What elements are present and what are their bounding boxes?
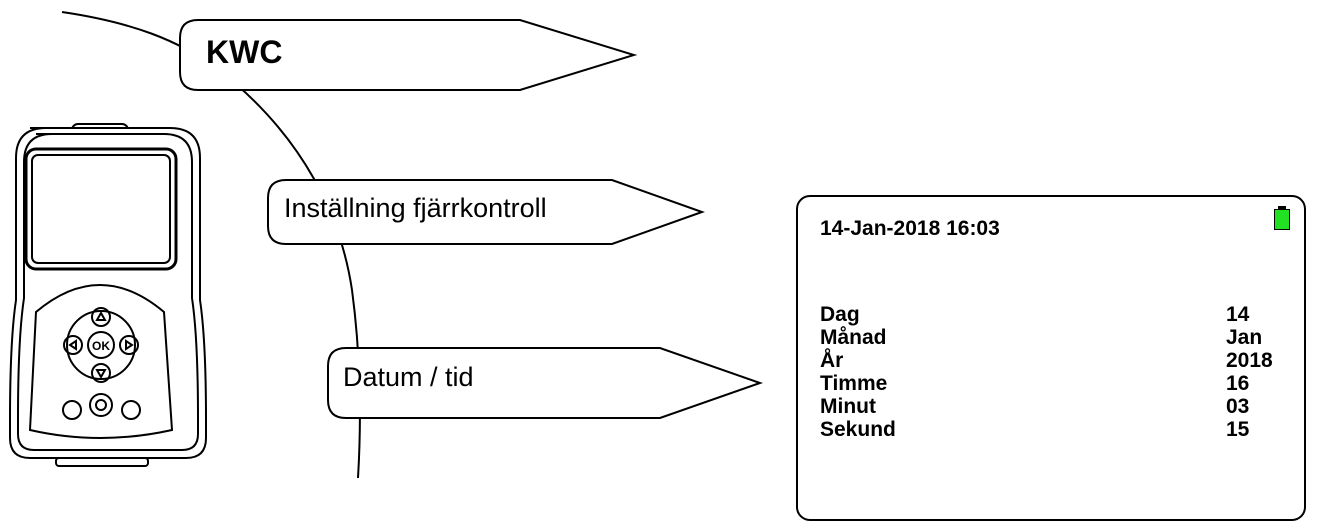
field-row[interactable]: År 2018: [820, 349, 1296, 372]
battery-icon: [1274, 206, 1290, 230]
menu-item-tag-shape-1: [267, 179, 705, 245]
field-label: Minut: [820, 395, 876, 418]
field-label: Månad: [820, 326, 887, 349]
field-label: Sekund: [820, 418, 896, 441]
menu-item-tag-shape-2: [327, 347, 764, 419]
date-time-fields: Dag 14 Månad Jan År 2018 Timme 16 Minut 03 Se…: [820, 303, 1296, 441]
display-screen: 14-Jan-2018 16:03 Dag 14 Månad Jan År 2018 …: [796, 195, 1306, 521]
menu-item-remote-settings[interactable]: Inställning fjärrkontroll: [284, 193, 547, 223]
field-row[interactable]: Minut 03: [820, 395, 1296, 418]
ok-button-label: OK: [92, 339, 110, 353]
menu-title-kwc: KWC: [206, 34, 283, 70]
field-row[interactable]: Dag 14: [820, 303, 1296, 326]
remote-control-device: [9, 123, 207, 467]
battery-cap: [1278, 206, 1286, 209]
field-label: Dag: [820, 303, 860, 326]
field-value: 14: [1226, 303, 1250, 326]
menu-item-date-time[interactable]: Datum / tid: [343, 362, 474, 392]
field-value: 03: [1226, 395, 1250, 418]
battery-body: [1274, 209, 1290, 230]
field-row[interactable]: Sekund 15: [820, 418, 1296, 441]
menu-connector-curve-lower: [235, 83, 361, 479]
field-value: 2018: [1226, 349, 1273, 372]
field-row[interactable]: Timme 16: [820, 372, 1296, 395]
field-row[interactable]: Månad Jan: [820, 326, 1296, 349]
screen-datetime: 14-Jan-2018 16:03: [820, 217, 1000, 240]
field-label: Timme: [820, 372, 888, 395]
field-value: 16: [1226, 372, 1250, 395]
field-label: År: [820, 349, 844, 372]
kwc-tag-shape: [179, 19, 638, 91]
field-value: 15: [1226, 418, 1250, 441]
field-value: Jan: [1226, 326, 1263, 349]
